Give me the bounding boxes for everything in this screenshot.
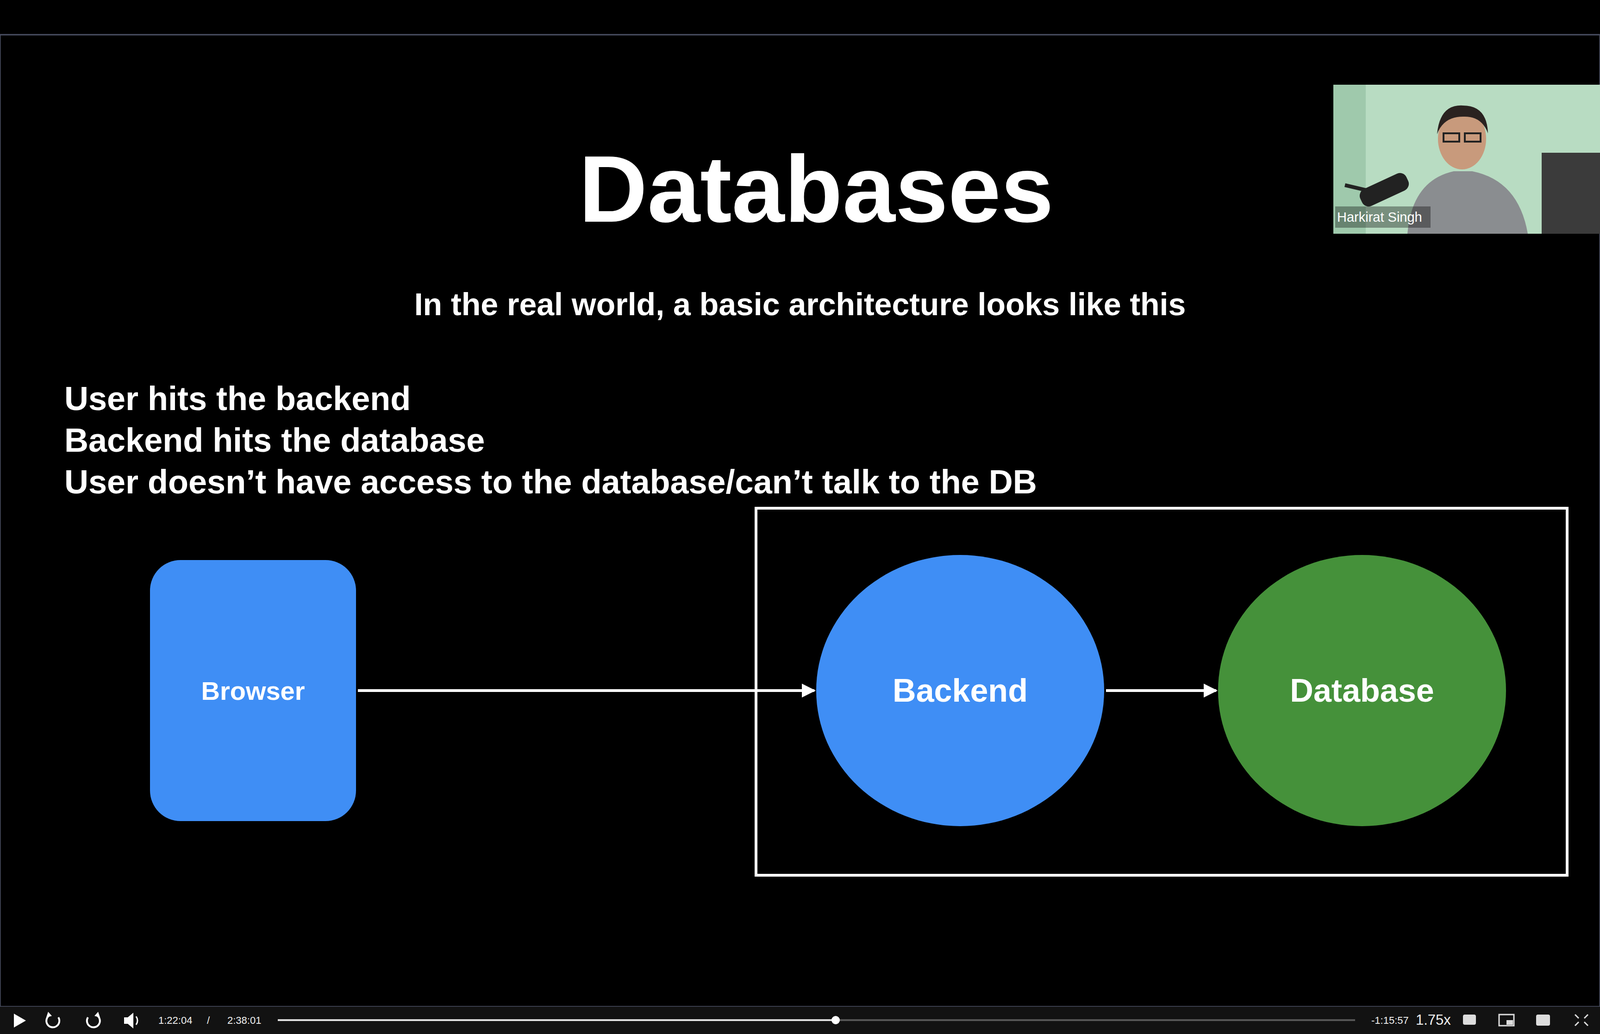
client-box: Browser xyxy=(150,560,357,822)
playback-speed: 1.75x xyxy=(1415,1012,1451,1029)
node-label: Browser xyxy=(200,675,305,707)
server-circle: Backend xyxy=(816,555,1105,827)
time-separator: / xyxy=(206,1014,210,1027)
total-time: 2:38:01 xyxy=(227,1014,262,1027)
slide-subtitle: In the real world, a basic architecture … xyxy=(414,286,1187,323)
database-circle: Database xyxy=(1218,555,1507,827)
arrow-connector xyxy=(357,689,815,693)
webcam-feed xyxy=(1333,84,1600,234)
arrow-connector xyxy=(1106,689,1217,693)
node-label: Backend xyxy=(892,672,1028,710)
bullet-line: User hits the backend xyxy=(64,379,411,419)
node-label: Database xyxy=(1289,672,1434,710)
slide-frame xyxy=(0,34,1600,1007)
node-fill xyxy=(1218,555,1507,827)
node-fill xyxy=(816,555,1105,827)
remaining-time: -1:15:57 xyxy=(1371,1014,1409,1027)
node-fill xyxy=(150,560,357,822)
slide-title: Databases xyxy=(578,134,1054,244)
bullet-line: Backend hits the database xyxy=(64,421,485,460)
server-boundary xyxy=(756,508,1568,876)
bullet-line: User doesn’t have access to the database… xyxy=(64,462,1038,502)
presenter-name: Harkirat Singh xyxy=(1337,209,1423,225)
player-controls xyxy=(0,1006,1600,1034)
current-time: 1:22:04 xyxy=(158,1014,193,1027)
